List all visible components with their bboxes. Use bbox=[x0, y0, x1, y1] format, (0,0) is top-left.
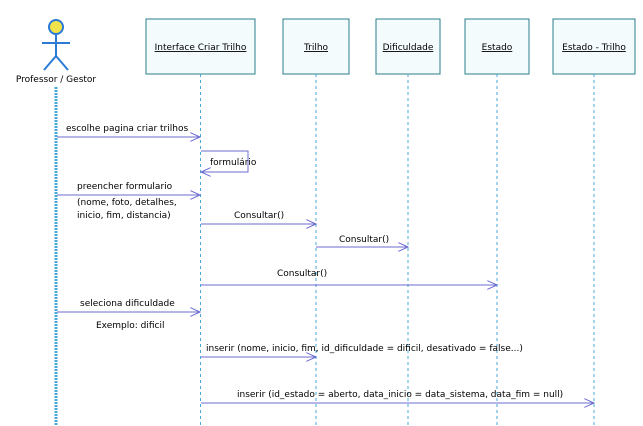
message-label: inicio, fim, distancia) bbox=[77, 211, 171, 221]
object-box bbox=[552, 18, 636, 75]
message-consultar-trilho: Consultar() bbox=[201, 211, 316, 224]
actor-professor-gestor: Professor / Gestor bbox=[16, 19, 97, 426]
message-label: (nome, foto, detalhes, bbox=[77, 198, 177, 208]
message-label: Consultar() bbox=[339, 235, 389, 245]
message-label: Consultar() bbox=[277, 269, 327, 279]
object-name: Dificuldade bbox=[383, 43, 434, 53]
actor-name: Professor / Gestor bbox=[16, 75, 97, 85]
message-label: inserir (id_estado = aberto, data_inicio… bbox=[237, 390, 563, 400]
object-estado: Estado bbox=[464, 18, 530, 426]
message-label: Exemplo: dificil bbox=[96, 321, 164, 331]
object-box bbox=[464, 18, 530, 75]
message-label: Consultar() bbox=[234, 211, 284, 221]
message-label: formulário bbox=[210, 158, 257, 168]
message-consultar-dificuldade: Consultar() bbox=[316, 235, 408, 247]
message-label: seleciona dificuldade bbox=[80, 299, 175, 309]
object-trilho: Trilho bbox=[282, 18, 350, 426]
object-name: Estado - Trilho bbox=[562, 43, 626, 53]
message-formulario-self: formulário bbox=[201, 150, 257, 172]
object-box bbox=[145, 18, 256, 75]
object-box bbox=[375, 18, 441, 75]
object-name: Interface Criar Trilho bbox=[155, 43, 247, 53]
object-box bbox=[282, 18, 350, 75]
actor-left-leg bbox=[43, 55, 57, 71]
object-dificuldade: Dificuldade bbox=[375, 18, 441, 426]
message-consultar-estado: Consultar() bbox=[201, 269, 497, 285]
message-inserir-trilho: inserir (nome, inicio, fim, id_dificulda… bbox=[201, 344, 523, 357]
object-estado-trilho: Estado - Trilho bbox=[552, 18, 636, 426]
message-seleciona-dificuldade: seleciona dificuldade Exemplo: dificil bbox=[57, 299, 200, 331]
object-name: Trilho bbox=[303, 43, 329, 53]
message-label: inserir (nome, inicio, fim, id_dificulda… bbox=[206, 344, 523, 354]
actor-right-leg bbox=[55, 55, 69, 71]
message-arrow bbox=[201, 150, 249, 172]
message-preencher-formulario: preencher formulario (nome, foto, detalh… bbox=[57, 182, 200, 221]
message-label: preencher formulario bbox=[77, 182, 173, 192]
message-inserir-estado-trilho: inserir (id_estado = aberto, data_inicio… bbox=[201, 390, 594, 403]
message-escolhe-pagina: escolhe pagina criar trilhos bbox=[57, 124, 200, 137]
actor-head bbox=[48, 19, 64, 35]
message-label: escolhe pagina criar trilhos bbox=[66, 124, 188, 134]
object-name: Estado bbox=[482, 43, 513, 53]
object-interface: Interface Criar Trilho bbox=[145, 18, 256, 426]
